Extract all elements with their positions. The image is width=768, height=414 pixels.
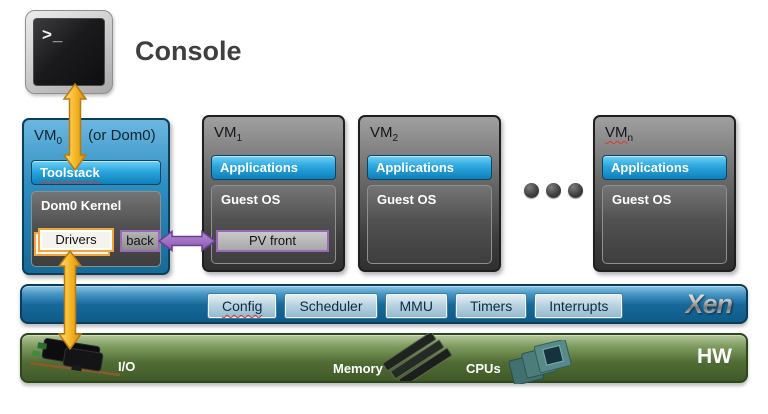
vm0-name: VM bbox=[34, 127, 57, 144]
vmn-name: VM bbox=[605, 124, 628, 141]
toolstack-box: Toolstack bbox=[31, 160, 161, 185]
cpu-chips-icon bbox=[508, 340, 572, 384]
ellipsis-dot bbox=[524, 183, 539, 198]
vm1-box: VM1 Applications Guest OS PV front bbox=[202, 115, 345, 272]
toolstack-label: Toolstack bbox=[40, 165, 100, 180]
hw-label: HW bbox=[697, 345, 732, 368]
xen-logo: Xen bbox=[685, 289, 733, 319]
dom0-kernel-box: Dom0 Kernel Drivers back bbox=[31, 191, 161, 267]
memory-label: Memory bbox=[333, 361, 383, 376]
drivers-box: Drivers bbox=[38, 228, 114, 252]
xen-hypervisor-bar: Config Scheduler MMU Timers Interrupts X… bbox=[20, 284, 748, 324]
vmn-guest-os-box: Guest OS bbox=[602, 185, 727, 264]
io-device-icon bbox=[29, 338, 121, 377]
vmn-subscript: n bbox=[627, 133, 634, 144]
vm2-subscript: 2 bbox=[392, 133, 399, 144]
pv-front-box: PV front bbox=[216, 230, 329, 252]
terminal-screen: >_ bbox=[33, 18, 105, 86]
hypervisor-modules: Config Scheduler MMU Timers Interrupts bbox=[208, 294, 623, 318]
vm2-applications-box: Applications bbox=[367, 155, 492, 180]
vm1-guest-os-box: Guest OS PV front bbox=[211, 185, 336, 264]
io-label: I/O bbox=[118, 359, 136, 374]
vm0-title: VM0 (or Dom0) bbox=[34, 127, 156, 147]
back-driver-box: back bbox=[120, 230, 160, 252]
module-timers: Timers bbox=[455, 294, 527, 318]
terminal-prompt: >_ bbox=[42, 25, 64, 44]
vm1-guest-os-label: Guest OS bbox=[221, 192, 281, 207]
module-config: Config bbox=[208, 294, 277, 318]
vm1-name: VM bbox=[214, 124, 237, 141]
vmn-guest-os-label: Guest OS bbox=[612, 192, 672, 207]
vm1-applications-box: Applications bbox=[211, 155, 336, 180]
vm2-name: VM bbox=[370, 124, 393, 141]
vm2-title: VM2 bbox=[370, 124, 398, 144]
vm0-dom0-box: VM0 (or Dom0) Toolstack Dom0 Kernel Drive… bbox=[22, 118, 170, 275]
module-mmu: MMU bbox=[385, 294, 447, 318]
hardware-bar: I/O Memory CPUs HW bbox=[20, 333, 748, 384]
ellipsis-dot bbox=[568, 183, 583, 198]
vmn-box: VMn Applications Guest OS bbox=[593, 115, 736, 272]
dom0-kernel-label: Dom0 Kernel bbox=[41, 198, 122, 213]
vm2-guest-os-box: Guest OS bbox=[367, 185, 492, 264]
console-label: Console bbox=[135, 36, 242, 66]
vm2-guest-os-label: Guest OS bbox=[377, 192, 437, 207]
module-scheduler: Scheduler bbox=[285, 294, 377, 318]
cpus-label: CPUs bbox=[466, 361, 501, 376]
vmn-name-wrap: VMn bbox=[605, 124, 634, 144]
vm0-suffix: (or Dom0) bbox=[88, 127, 156, 144]
vm1-subscript: 1 bbox=[236, 133, 243, 144]
terminal-icon: >_ bbox=[25, 10, 113, 94]
vmn-applications-box: Applications bbox=[602, 155, 727, 180]
more-vms-ellipsis bbox=[524, 183, 583, 198]
ellipsis-dot bbox=[546, 183, 561, 198]
vmn-title: VMn bbox=[605, 124, 633, 144]
vm2-box: VM2 Applications Guest OS bbox=[358, 115, 501, 272]
vm0-subscript: 0 bbox=[56, 136, 63, 147]
module-interrupts: Interrupts bbox=[535, 294, 623, 318]
memory-ram-icon bbox=[382, 333, 452, 381]
vm1-title: VM1 bbox=[214, 124, 242, 144]
